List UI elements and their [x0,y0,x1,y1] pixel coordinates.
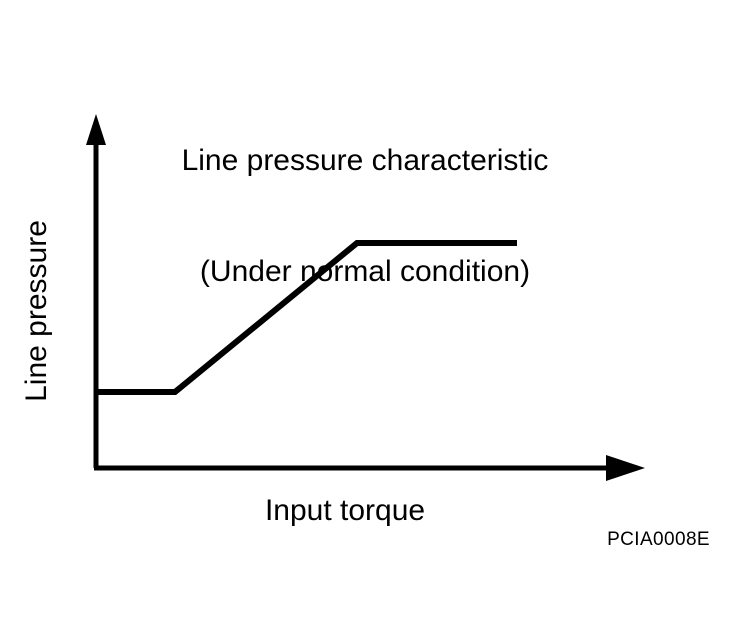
y-axis-arrowhead-icon [86,114,106,145]
y-axis-label: Line pressure [20,220,53,402]
chart-title-line-2: (Under normal condition) [199,255,531,288]
chart-title: Line pressure characteristic (Under norm… [0,68,730,364]
x-axis-label: Input torque [264,494,426,527]
figure-code-label: PCIA0008E [607,529,710,550]
chart-title-line-1: Line pressure characteristic [181,144,549,177]
x-axis-arrowhead-icon [606,455,645,481]
line-pressure-curve [96,240,517,395]
